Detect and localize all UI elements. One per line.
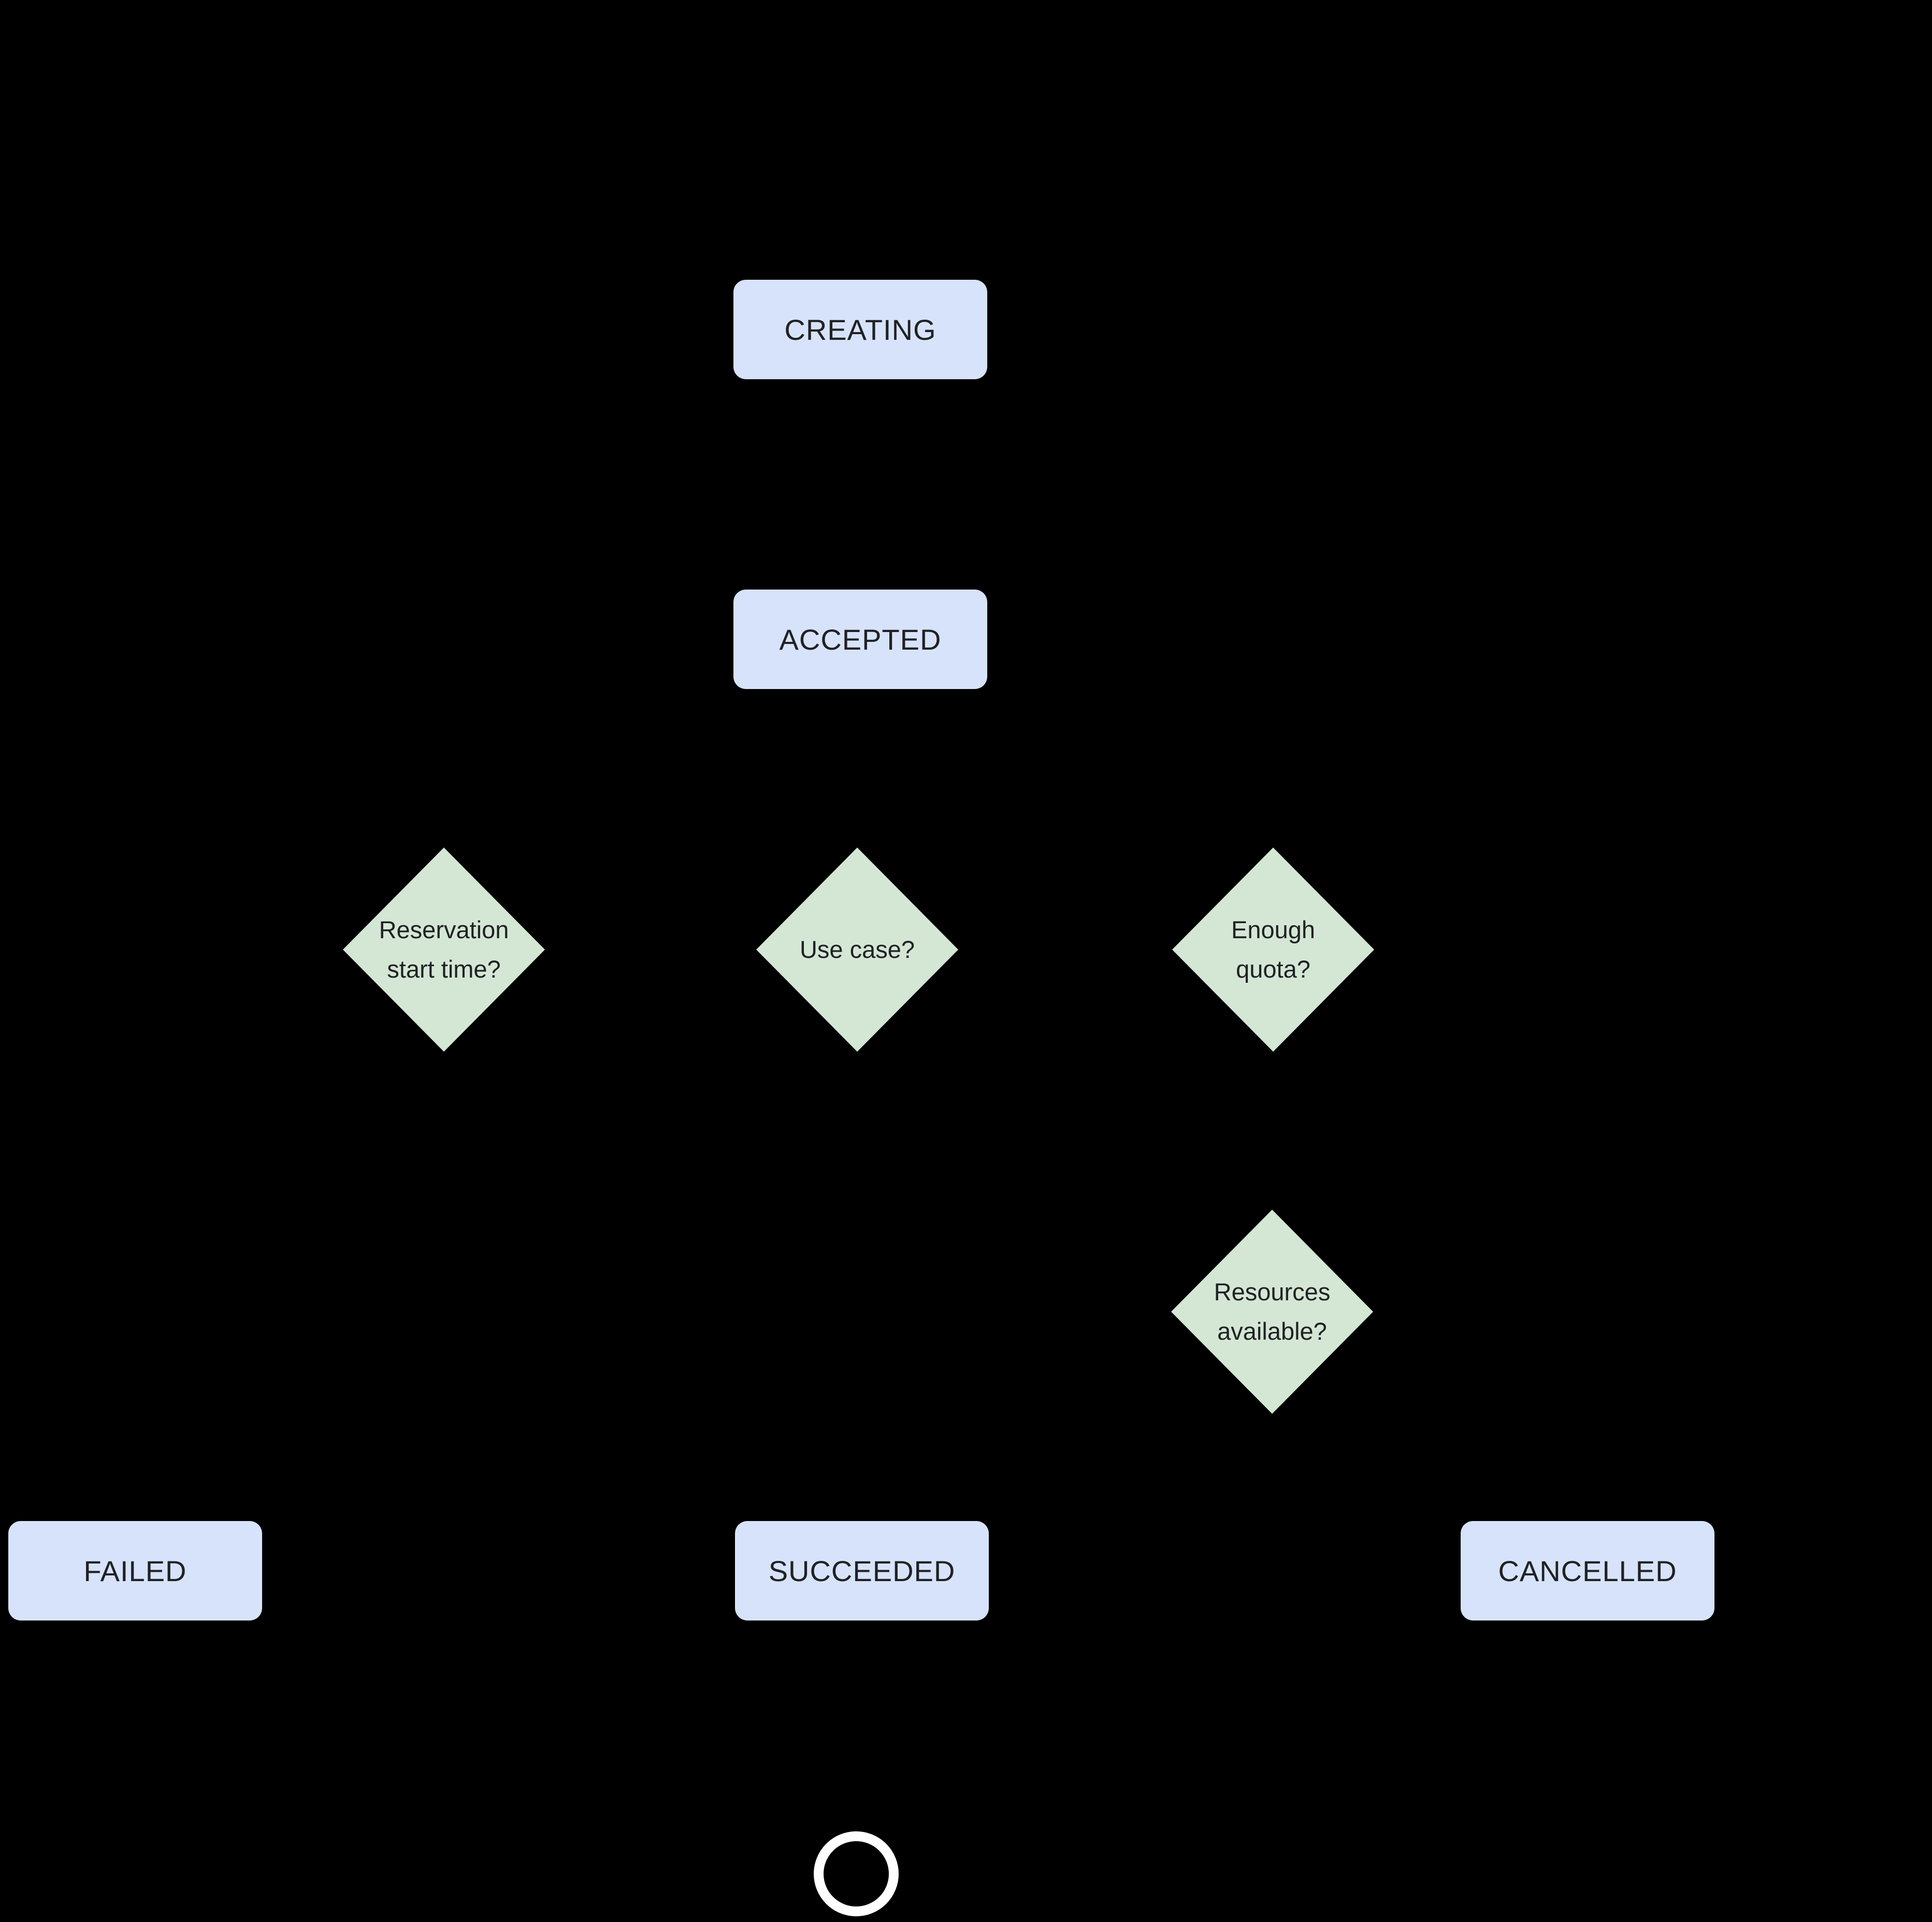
decision-node-resources-available: Resources available? (1171, 1210, 1373, 1414)
state-label-cancelled: CANCELLED (1498, 1554, 1677, 1587)
decision-label-line: available? (1217, 1317, 1327, 1345)
decision-label-line: Enough (1231, 916, 1316, 943)
state-node-cancelled: CANCELLED (1461, 1521, 1714, 1620)
decision-label-line: Resources (1214, 1278, 1331, 1306)
state-label-failed: FAILED (83, 1554, 187, 1587)
end-state-circle-icon (814, 1831, 899, 1916)
state-node-failed: FAILED (8, 1521, 262, 1620)
decision-node-reservation-start-time: Reservation start time? (343, 848, 545, 1052)
state-node-creating: CREATING (733, 280, 987, 379)
state-label-succeeded: SUCCEEDED (768, 1554, 956, 1587)
decision-node-enough-quota: Enough quota? (1172, 848, 1374, 1052)
decision-label-line: start time? (387, 955, 501, 983)
decision-node-use-case: Use case? (756, 848, 958, 1052)
decision-label-line: quota? (1236, 955, 1310, 983)
state-node-accepted: ACCEPTED (733, 590, 987, 689)
state-label-accepted: ACCEPTED (779, 623, 942, 656)
state-label-creating: CREATING (784, 313, 936, 346)
decision-label-line: Use case? (799, 936, 915, 963)
decision-label-line: Reservation (379, 916, 509, 943)
state-node-succeeded: SUCCEEDED (735, 1521, 989, 1620)
